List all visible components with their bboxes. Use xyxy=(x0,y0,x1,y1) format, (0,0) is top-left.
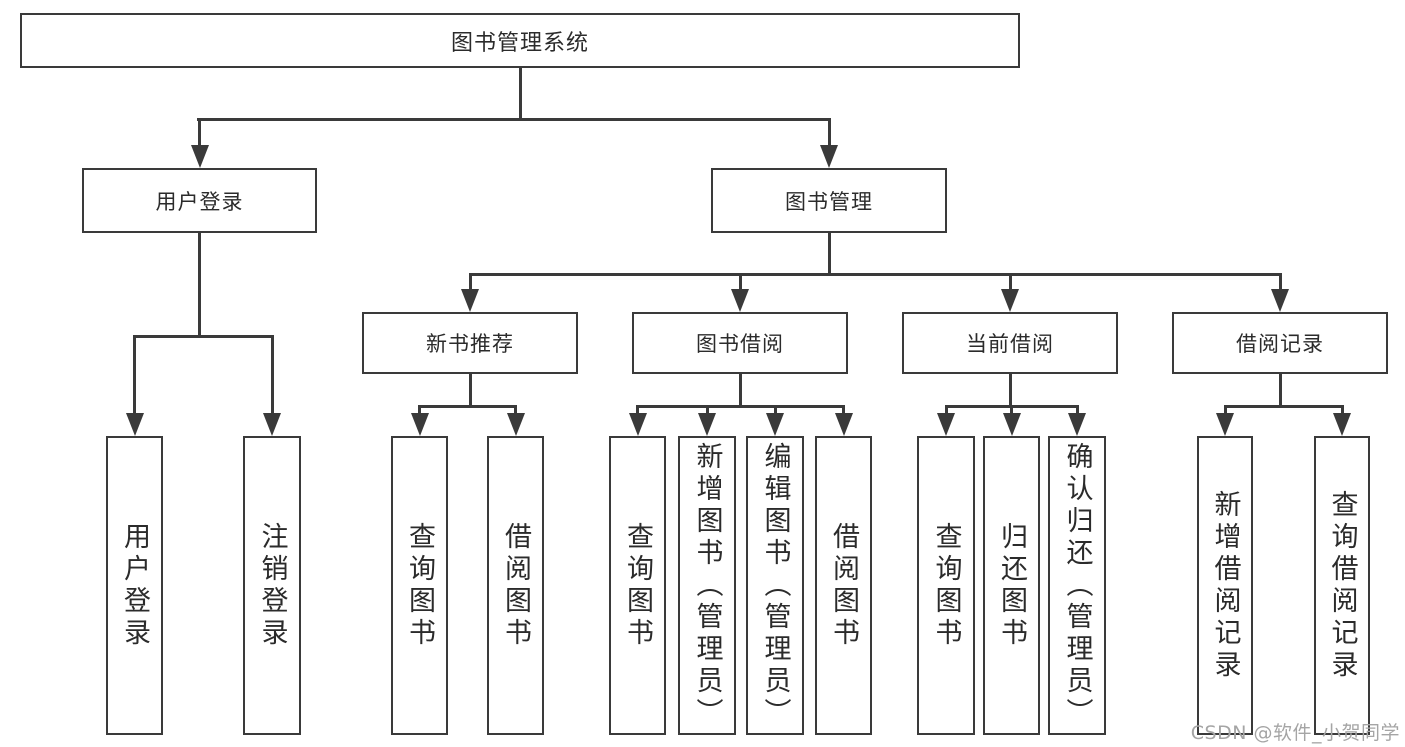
connector-stem-nbr-borrow xyxy=(514,405,517,415)
arrowhead-bb-borrow xyxy=(834,413,853,436)
leaf-bb-edit-books-admin: 编辑图书（管理员） xyxy=(746,436,804,735)
leaf-bb-borrow-books-label: 借阅图书 xyxy=(828,521,859,650)
arrowhead-nbr-query xyxy=(410,413,429,436)
leaf-nbr-query-books-label: 查询图书 xyxy=(404,521,435,650)
node-borrow-records-label: 借阅记录 xyxy=(1236,332,1324,356)
leaf-bb-edit-books-admin-label: 编辑图书（管理员） xyxy=(759,441,791,730)
connector-trunk-new-book-recommend xyxy=(468,374,472,405)
node-current-borrow: 当前借阅 xyxy=(902,312,1118,374)
leaf-cb-query-books: 查询图书 xyxy=(917,436,975,735)
connector-level1-split xyxy=(196,118,831,121)
arrowhead-current-borrow xyxy=(1001,289,1019,312)
connector-stem-bb-query xyxy=(636,405,639,415)
leaf-bb-add-books-admin-label: 新增图书（管理员） xyxy=(691,441,723,730)
leaf-cb-query-books-label: 查询图书 xyxy=(930,521,962,650)
connector-stem-bb-borrow xyxy=(842,405,845,415)
arrowhead-book-borrow xyxy=(731,289,749,312)
connector-stem-cb-confirm xyxy=(1075,405,1079,415)
leaf-user-login: 用户登录 xyxy=(106,436,163,735)
connector-stem-cb-return xyxy=(1010,405,1013,415)
leaf-nbr-borrow-books-label: 借阅图书 xyxy=(500,521,531,650)
node-book-management-label: 图书管理 xyxy=(785,189,873,214)
leaf-bb-query-books: 查询图书 xyxy=(609,436,666,735)
arrowhead-nbr-borrow xyxy=(506,413,525,436)
node-library-management-system: 图书管理系统 xyxy=(20,13,1020,68)
node-book-management: 图书管理 xyxy=(711,168,947,233)
connector-stem-bb-edit xyxy=(773,405,777,415)
arrowhead-book-management xyxy=(820,145,838,168)
arrowhead-cb-query xyxy=(937,413,955,436)
connector-stem-nbr-query xyxy=(418,405,421,415)
node-user-login: 用户登录 xyxy=(82,168,317,233)
connector-split-new-book-recommend xyxy=(418,405,517,408)
connector-user-login-split xyxy=(133,335,274,338)
connector-split-borrow-records xyxy=(1223,405,1344,408)
leaf-nbr-query-books: 查询图书 xyxy=(391,436,448,735)
leaf-br-query-record: 查询借阅记录 xyxy=(1314,436,1370,735)
connector-stem-cb-query xyxy=(944,405,948,415)
arrowhead-borrow-records xyxy=(1271,289,1289,312)
leaf-cb-confirm-return-admin-label: 确认归还（管理员） xyxy=(1061,441,1093,730)
leaf-br-add-record-label: 新增借阅记录 xyxy=(1209,489,1241,682)
arrowhead-bb-edit xyxy=(766,413,784,436)
connector-stem-borrow-records xyxy=(1278,273,1282,291)
connector-level2-split xyxy=(468,273,1282,276)
leaf-cb-return-books-label: 归还图书 xyxy=(996,521,1027,650)
node-book-borrow: 图书借阅 xyxy=(632,312,848,374)
leaf-bb-add-books-admin: 新增图书（管理员） xyxy=(678,436,736,735)
arrowhead-user-login xyxy=(190,145,209,168)
connector-stem-leaf-user-login xyxy=(133,335,136,415)
connector-trunk-borrow-records xyxy=(1278,374,1282,405)
arrowhead-cb-confirm xyxy=(1068,413,1086,436)
node-borrow-records: 借阅记录 xyxy=(1172,312,1388,374)
arrowhead-new-book-recommend xyxy=(461,289,479,312)
connector-stem-user-login xyxy=(198,118,201,148)
node-current-borrow-label: 当前借阅 xyxy=(966,332,1054,356)
leaf-bb-query-books-label: 查询图书 xyxy=(622,521,653,650)
connector-trunk-current-borrow xyxy=(1008,374,1012,405)
connector-trunk-book-borrow xyxy=(738,374,742,405)
arrowhead-leaf-logout xyxy=(263,413,281,436)
connector-book-management-trunk xyxy=(827,233,831,273)
connector-user-login-trunk xyxy=(198,233,201,335)
arrowhead-bb-query xyxy=(628,413,647,436)
connector-stem-new-book-recommend xyxy=(468,273,472,291)
leaf-cb-confirm-return-admin: 确认归还（管理员） xyxy=(1048,436,1106,735)
leaf-nbr-borrow-books: 借阅图书 xyxy=(487,436,544,735)
node-book-borrow-label: 图书借阅 xyxy=(696,332,784,356)
connector-stem-book-borrow xyxy=(738,273,742,291)
arrowhead-br-query xyxy=(1333,413,1351,436)
node-user-login-label: 用户登录 xyxy=(155,189,244,214)
leaf-user-login-label: 用户登录 xyxy=(119,521,150,650)
connector-split-book-borrow xyxy=(636,405,845,408)
node-library-management-system-label: 图书管理系统 xyxy=(450,30,589,56)
arrowhead-leaf-user-login xyxy=(125,413,144,436)
arrowhead-cb-return xyxy=(1002,413,1021,436)
watermark-text: CSDN @软件_小贺同学 xyxy=(1190,722,1400,744)
connector-stem-br-query xyxy=(1340,405,1344,415)
leaf-logout-login: 注销登录 xyxy=(243,436,301,735)
connector-stem-bb-add xyxy=(705,405,709,415)
leaf-bb-borrow-books: 借阅图书 xyxy=(815,436,872,735)
connector-stem-br-add xyxy=(1223,405,1227,415)
leaf-br-add-record: 新增借阅记录 xyxy=(1197,436,1253,735)
arrowhead-br-add xyxy=(1216,413,1234,436)
connector-stem-book-management xyxy=(827,118,831,148)
leaf-cb-return-books: 归还图书 xyxy=(983,436,1040,735)
leaf-logout-login-label: 注销登录 xyxy=(256,521,288,650)
leaf-br-query-record-label: 查询借阅记录 xyxy=(1326,489,1358,682)
node-new-book-recommend: 新书推荐 xyxy=(362,312,578,374)
connector-stem-current-borrow xyxy=(1008,273,1012,291)
node-new-book-recommend-label: 新书推荐 xyxy=(426,332,514,356)
arrowhead-bb-add xyxy=(698,413,716,436)
connector-root-trunk xyxy=(518,68,522,118)
connector-stem-leaf-logout xyxy=(270,335,274,415)
